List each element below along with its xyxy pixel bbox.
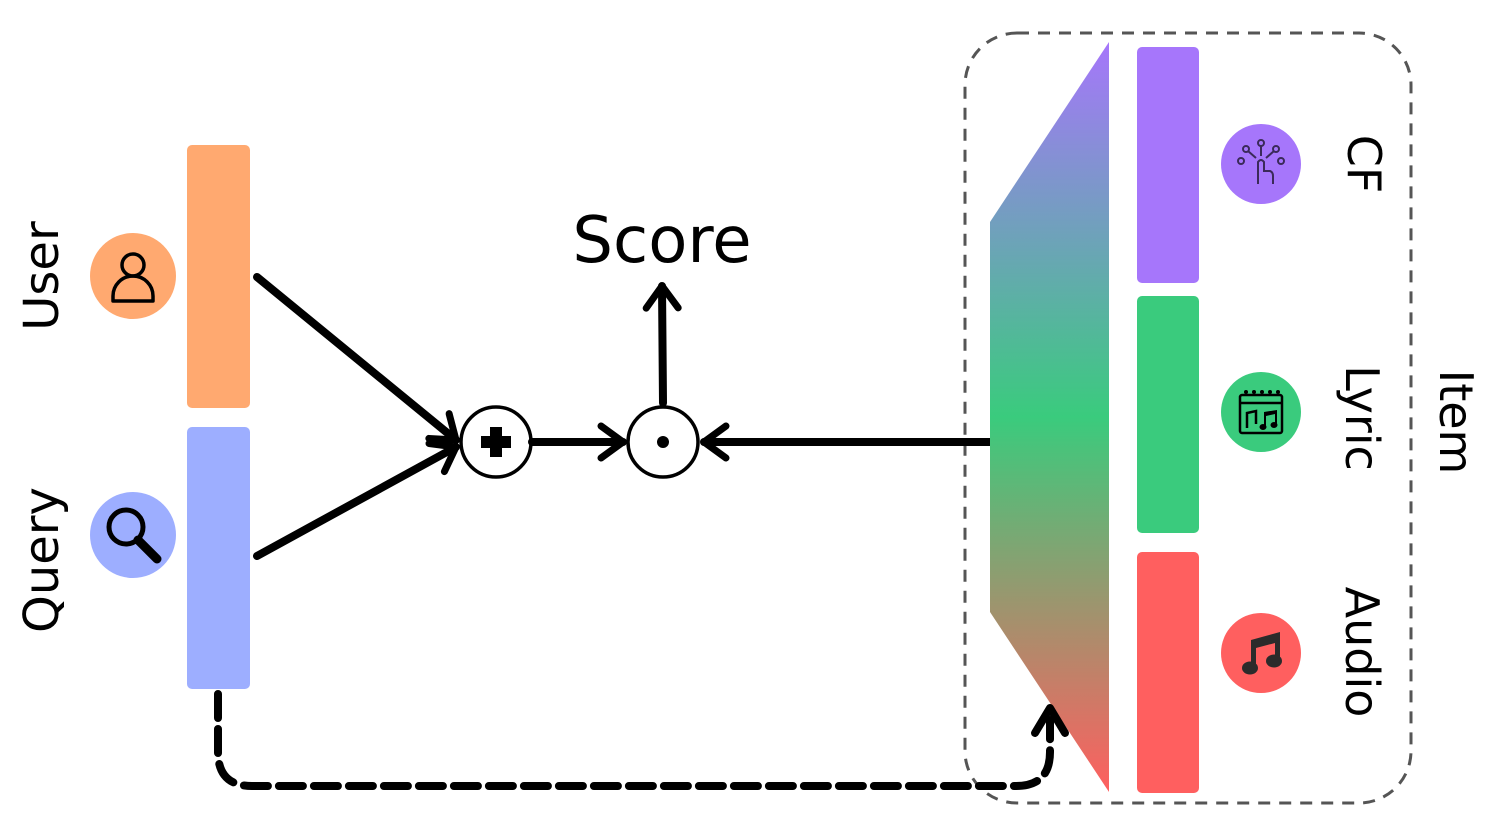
music-note-icon: [1221, 613, 1301, 693]
lyric-label: Lyric: [1335, 365, 1389, 471]
search-icon: [90, 492, 176, 578]
dot-to-score-arrow: [642, 282, 682, 407]
query-label: Query: [14, 487, 70, 633]
lyric-embedding-bar: [1137, 296, 1199, 533]
cf-embedding-bar: [1137, 47, 1199, 283]
query-to-item-dashed-arrow: [214, 690, 1054, 790]
user-embedding-bar: [187, 145, 250, 408]
music-sheet-icon: [1221, 372, 1301, 452]
cf-label: CF: [1337, 135, 1391, 194]
user-to-add-arrow: [253, 273, 460, 444]
item-fusion-encoder: [990, 42, 1109, 792]
add-operator: [459, 405, 533, 479]
audio-label: Audio: [1335, 587, 1389, 718]
dot-product-operator: [626, 405, 700, 479]
audio-embedding-bar: [1137, 552, 1199, 793]
query-to-add-arrow: [253, 440, 460, 560]
item-label: Item: [1429, 370, 1483, 475]
user-icon: [90, 233, 176, 319]
query-embedding-bar: [187, 427, 250, 689]
item-group-border: [963, 31, 1413, 805]
touch-network-icon: [1221, 124, 1301, 204]
user-label: User: [14, 221, 70, 331]
score-label: Score: [572, 204, 751, 278]
dashed-arrow-head: [1031, 704, 1069, 737]
